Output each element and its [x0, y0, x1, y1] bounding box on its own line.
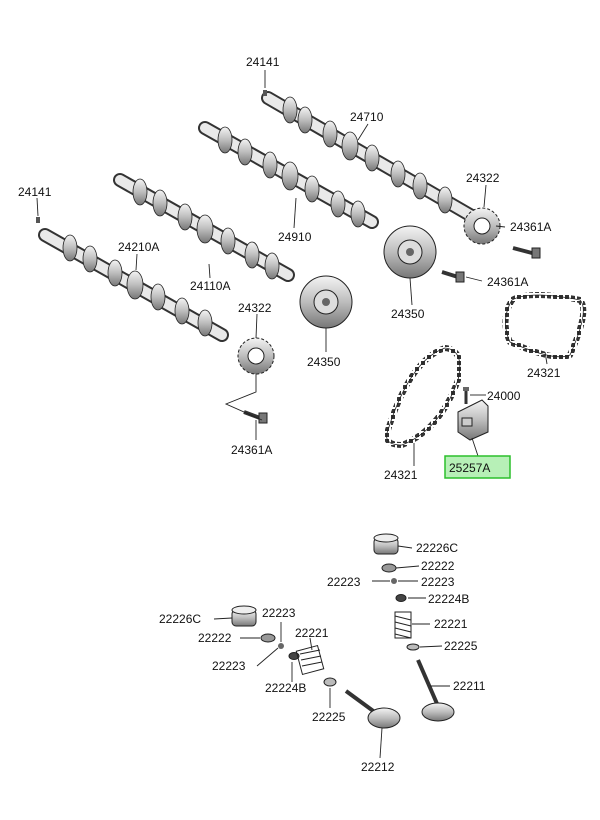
retainer-22222-left[interactable]: [260, 633, 276, 643]
timing-chain-upper[interactable]: [502, 292, 587, 360]
label-22222-right[interactable]: 22222: [421, 559, 455, 573]
camshaft-exhaust-rear[interactable]: [261, 91, 477, 222]
label-22224b-right[interactable]: 22224B: [428, 592, 469, 606]
label-22226c-left[interactable]: 22226C: [159, 612, 201, 626]
valve-22211[interactable]: [416, 659, 455, 722]
camshaft-exhaust-front[interactable]: [113, 173, 295, 282]
bolt-24000[interactable]: [463, 387, 469, 404]
label-24350-top[interactable]: 24350: [391, 307, 425, 321]
label-24361a-r2[interactable]: 24361A: [487, 275, 528, 289]
spring-22221-left[interactable]: [295, 644, 325, 676]
tappet-22226c-left[interactable]: [231, 605, 257, 627]
timing-chain-lower[interactable]: [383, 344, 463, 449]
label-24321-mid[interactable]: 24321: [384, 468, 418, 482]
label-25257a[interactable]: 25257A: [449, 461, 490, 475]
label-22221-left[interactable]: 22221: [295, 626, 329, 640]
label-24350-mid[interactable]: 24350: [307, 355, 341, 369]
label-22223-left-bottom[interactable]: 22223: [212, 659, 246, 673]
cvvt-assembly-top[interactable]: [383, 225, 437, 279]
seal-22224b-right[interactable]: [395, 594, 407, 602]
label-24141-top[interactable]: 24141: [246, 55, 280, 69]
label-24321-right[interactable]: 24321: [527, 366, 561, 380]
spring-22221-right[interactable]: [394, 611, 412, 639]
label-24322-right[interactable]: 24322: [466, 171, 500, 185]
label-22223-right-right[interactable]: 22223: [421, 575, 455, 589]
sprocket-24322-right[interactable]: [463, 207, 501, 245]
label-22222-left[interactable]: 22222: [198, 631, 232, 645]
valve-22212[interactable]: [344, 689, 401, 729]
pin-24141-top[interactable]: [263, 90, 267, 96]
label-22211[interactable]: 22211: [453, 679, 486, 693]
label-24000[interactable]: 24000: [487, 389, 521, 403]
cvvt-assembly-mid[interactable]: [299, 275, 353, 329]
highlight-box-25257a[interactable]: [444, 455, 511, 479]
label-24322-left[interactable]: 24322: [238, 301, 272, 315]
bolt-24361a-r2[interactable]: [441, 270, 465, 283]
cotter-22223-right[interactable]: [391, 578, 397, 584]
label-24710[interactable]: 24710: [350, 110, 384, 124]
pin-24141-left[interactable]: [36, 217, 40, 223]
chain-tensioner-25257a[interactable]: [457, 399, 489, 441]
label-24361a-r1[interactable]: 24361A: [510, 220, 551, 234]
label-24910[interactable]: 24910: [278, 230, 312, 244]
camshaft-intake-front[interactable]: [38, 228, 229, 342]
sprocket-24322-left[interactable]: [237, 337, 275, 375]
part-labels: 24141 24710 24322 24361A 24910 24141 242…: [18, 55, 561, 774]
label-22212[interactable]: 22212: [361, 760, 395, 774]
label-24141-left[interactable]: 24141: [18, 185, 52, 199]
camshaft-intake-rear[interactable]: [198, 121, 379, 229]
seal-22224b-left[interactable]: [288, 652, 300, 660]
label-22223-left-top[interactable]: 22223: [262, 606, 296, 620]
label-24361a-bottom[interactable]: 24361A: [231, 443, 272, 457]
tappet-22226c-right[interactable]: [373, 533, 399, 555]
label-22224b-left[interactable]: 22224B: [265, 681, 306, 695]
seat-22225-right[interactable]: [406, 643, 420, 651]
seat-22225-left[interactable]: [323, 677, 337, 687]
bolt-24361a-r1[interactable]: [512, 246, 541, 259]
label-24110a[interactable]: 24110A: [190, 279, 230, 293]
label-24210a[interactable]: 24210A: [118, 240, 159, 254]
label-22223-right-left[interactable]: 22223: [327, 575, 361, 589]
leader-lines: [36, 70, 548, 759]
label-22226c-right[interactable]: 22226C: [416, 541, 458, 555]
retainer-22222-right[interactable]: [381, 563, 397, 573]
label-22225-right[interactable]: 22225: [444, 639, 478, 653]
label-22225-left[interactable]: 22225: [312, 710, 346, 724]
cotter-22223-left[interactable]: [278, 643, 284, 649]
label-22221-right[interactable]: 22221: [434, 617, 468, 631]
